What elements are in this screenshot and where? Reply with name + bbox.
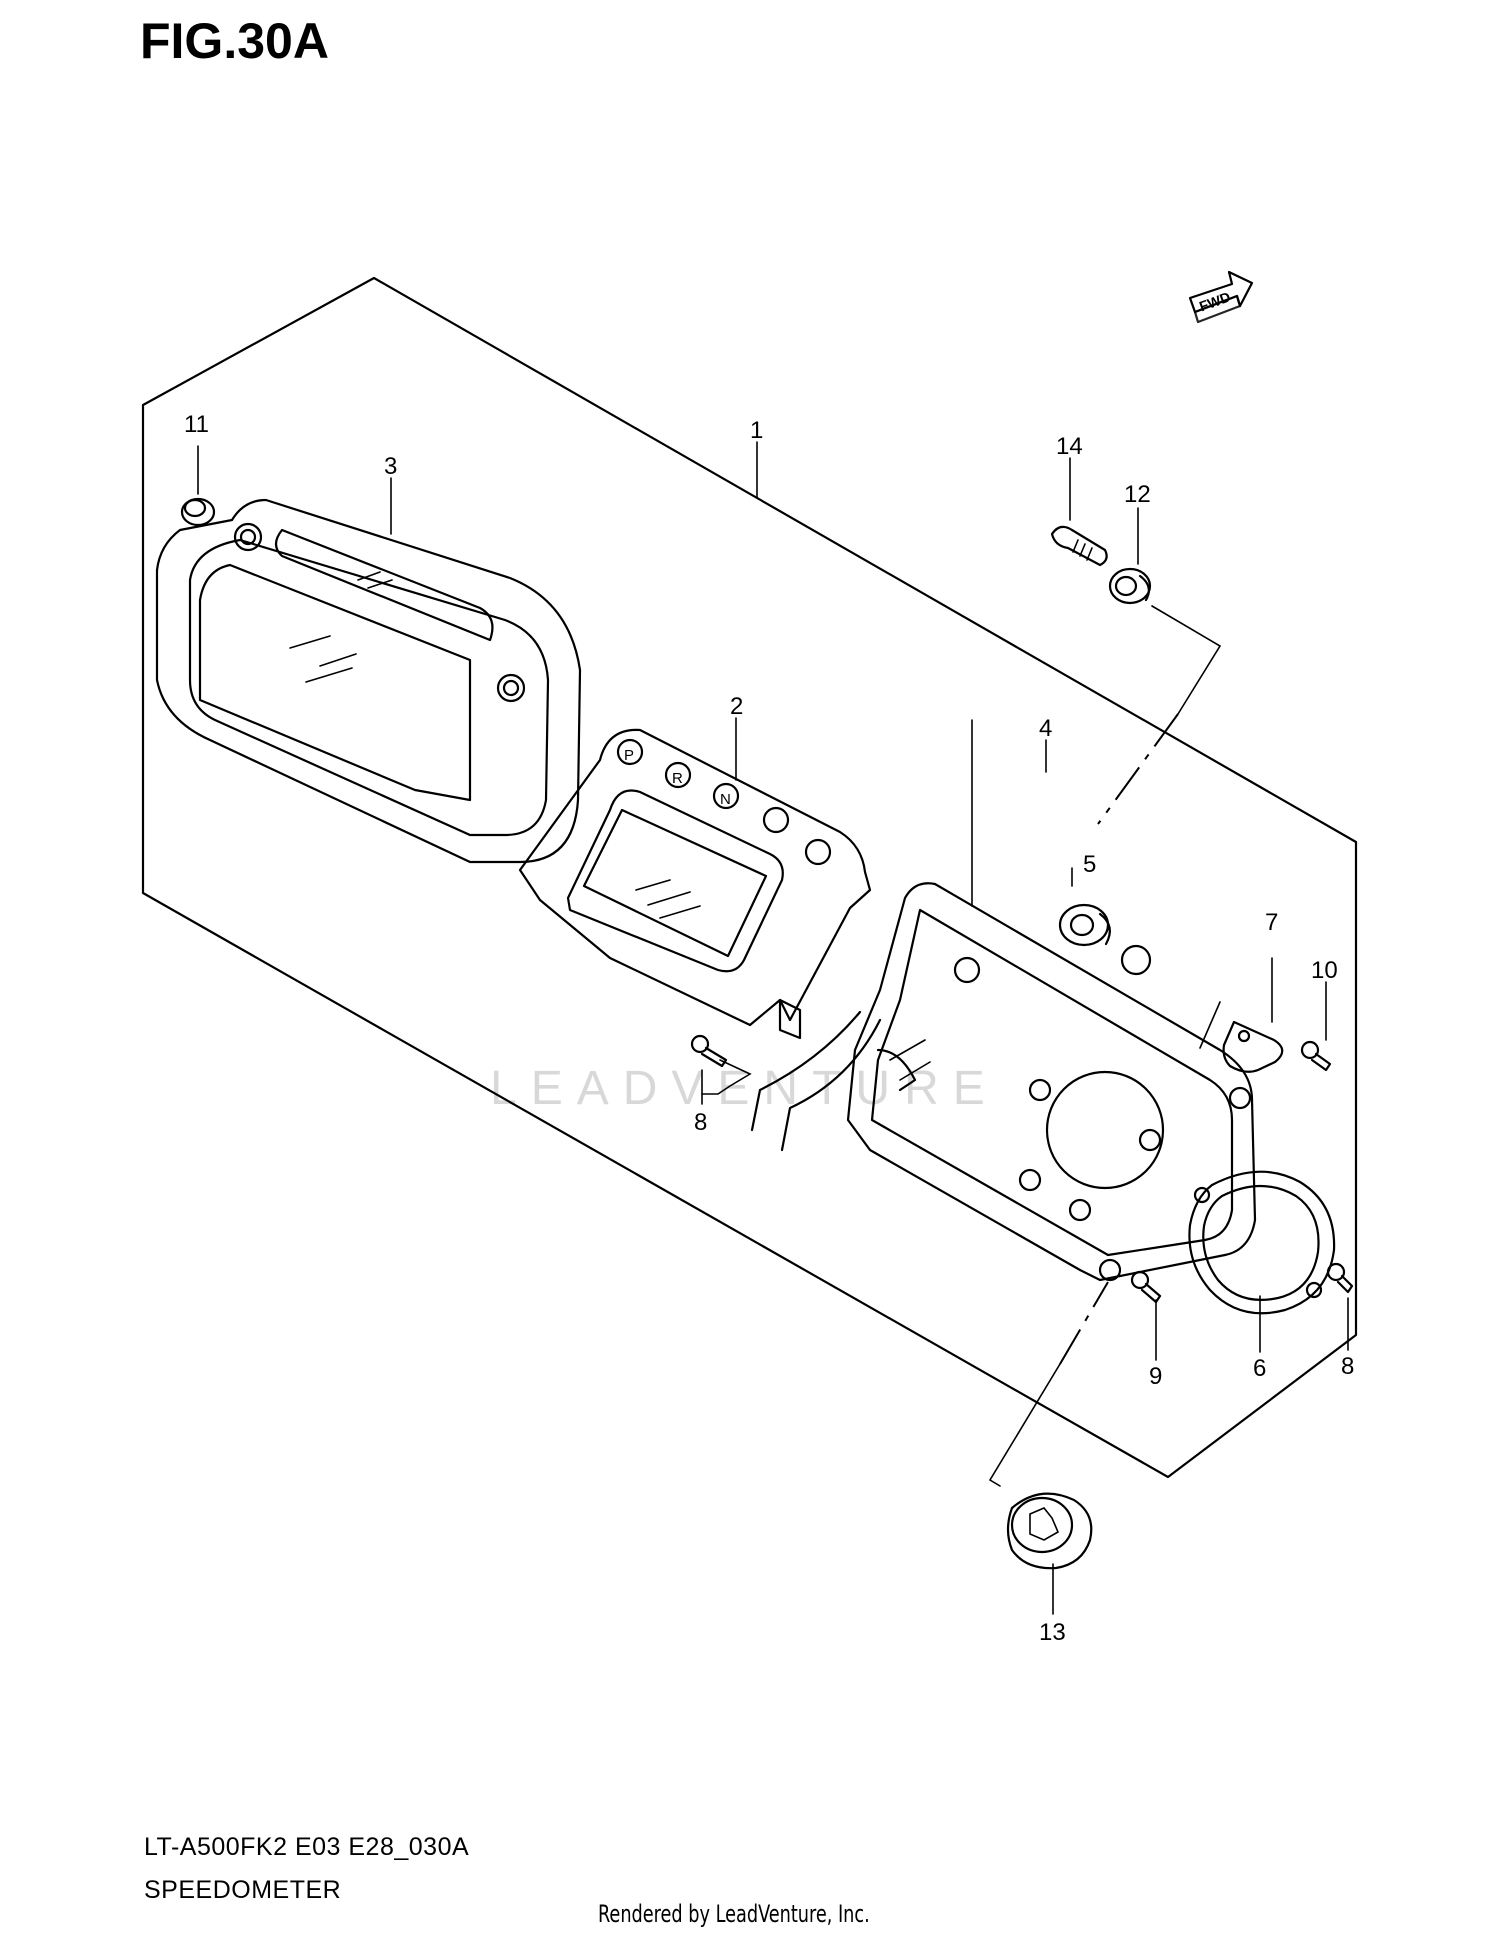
screw-14-part [1050,525,1108,567]
section-name: SPEEDOMETER [144,1876,342,1904]
callout-12: 12 [1124,481,1151,508]
callout-9: 9 [1149,1363,1162,1390]
callout-14: 14 [1056,433,1083,460]
fwd-arrow-icon: FWD [1188,270,1254,324]
screw-9-part [1130,1270,1162,1304]
callout-2: 2 [730,693,743,720]
screw-8-left-part [690,1034,728,1068]
bracket-part [1222,1020,1284,1073]
meter-case-part [846,882,1257,1282]
callout-5: 5 [1083,851,1096,878]
screw-10-part [1300,1040,1332,1072]
leader-lines [197,441,1349,1615]
callout-11: 11 [184,411,209,438]
callout-6: 6 [1253,1355,1266,1382]
grommet-5-part [1058,903,1152,976]
callout-3: 3 [384,453,397,480]
indicator-n: N [720,791,731,808]
indicator-p: P [624,747,634,764]
callout-4: 4 [1039,715,1052,742]
dash-leader-upper [1097,713,1179,825]
bezel-ring-part [1188,1170,1336,1315]
meter-cover-part [155,498,582,864]
wire-harness [750,1010,882,1152]
callout-1: 1 [750,417,763,444]
grommet-13-part [1006,1492,1093,1570]
callout-7: 7 [1265,909,1278,936]
render-credit: Rendered by LeadVenture, Inc. [598,1900,870,1928]
figure-title: FIG.30A [140,13,329,69]
callout-13: 13 [1039,1619,1066,1646]
grommet-11-part [180,497,216,527]
grommet-12-part [1108,567,1152,605]
display-panel-part: P R N [518,728,872,1040]
dash-leader-lower [1059,1281,1109,1365]
callout-8-right: 8 [1341,1353,1354,1380]
screw-8-right-part [1326,1262,1354,1294]
assembly-boundary [141,276,1358,1479]
callout-labels: 1 2 3 4 5 6 7 8 8 9 10 11 12 13 14 [184,411,1354,1646]
watermark-text: LEADVENTURE [490,1062,999,1115]
indicator-r: R [672,770,683,787]
callout-10: 10 [1311,957,1338,984]
callout-8-left: 8 [694,1109,707,1136]
model-code: LT-A500FK2 E03 E28_030A [144,1833,470,1861]
